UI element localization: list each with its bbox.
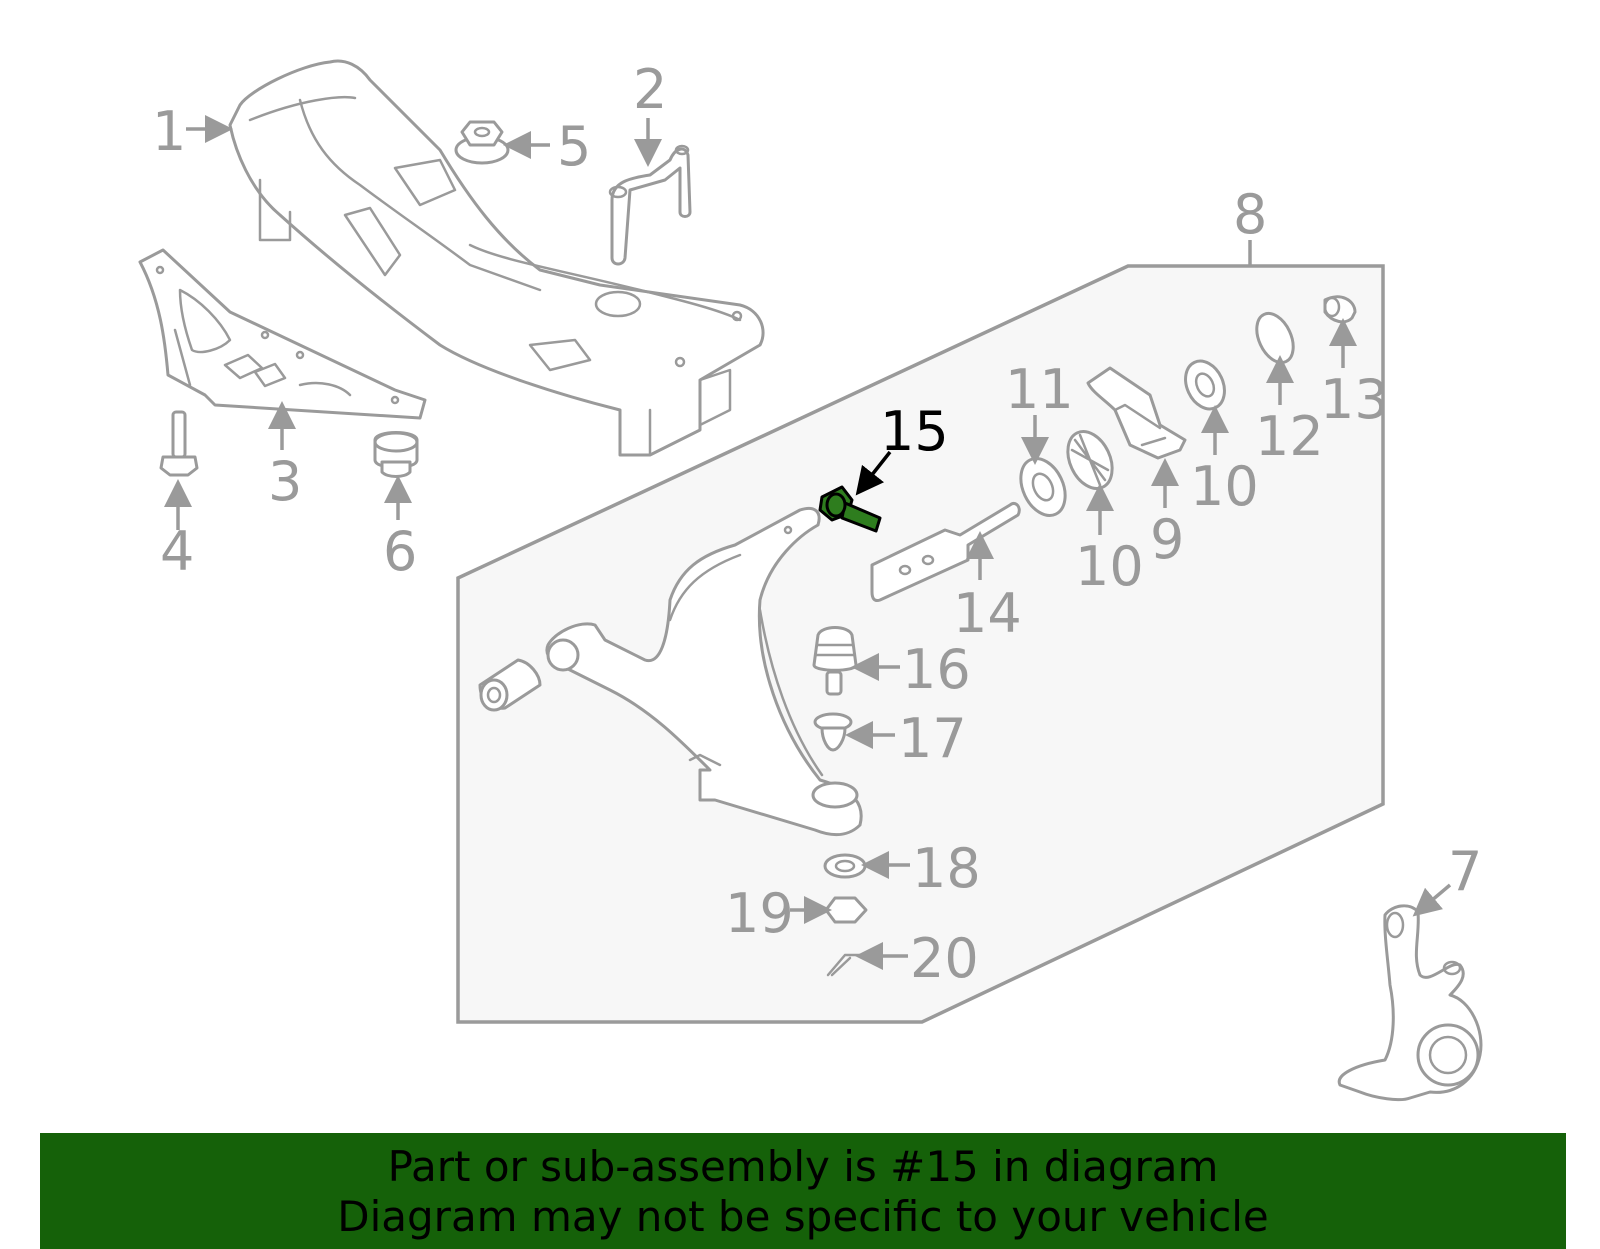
callout-1: 1 bbox=[152, 100, 186, 163]
callout-14: 14 bbox=[953, 582, 1022, 645]
washer-part-18 bbox=[823, 853, 867, 879]
shaft-part-14 bbox=[870, 501, 1021, 602]
banner-line-1: Part or sub-assembly is #15 in diagram bbox=[387, 1142, 1219, 1191]
callout-7: 7 bbox=[1448, 840, 1482, 903]
clip-part-17 bbox=[813, 712, 853, 752]
control-arm-part bbox=[478, 506, 863, 837]
callout-10b: 10 bbox=[1190, 455, 1259, 518]
nut-part-5 bbox=[454, 120, 510, 165]
callout-8: 8 bbox=[1233, 183, 1267, 246]
knuckle-part bbox=[1337, 904, 1483, 1102]
support-plate-part bbox=[138, 248, 427, 420]
info-banner: Part or sub-assembly is #15 in diagram D… bbox=[40, 1133, 1566, 1249]
callout-17: 17 bbox=[898, 707, 967, 770]
callout-12: 12 bbox=[1255, 405, 1324, 468]
bushing-part-6 bbox=[373, 431, 419, 478]
crossmember-part bbox=[228, 59, 765, 457]
callout-15: 15 bbox=[880, 400, 949, 463]
callout-4: 4 bbox=[160, 520, 194, 583]
bolt-part-4 bbox=[159, 410, 199, 477]
callout-10a: 10 bbox=[1075, 535, 1144, 598]
leader-7 bbox=[1412, 883, 1452, 917]
callout-19: 19 bbox=[725, 882, 794, 945]
callout-13: 13 bbox=[1320, 368, 1389, 431]
callout-11: 11 bbox=[1005, 358, 1074, 421]
callout-2: 2 bbox=[633, 58, 667, 121]
callout-18: 18 bbox=[912, 837, 981, 900]
bolt-part-15-highlighted[interactable] bbox=[818, 485, 882, 533]
callout-6: 6 bbox=[383, 520, 417, 583]
parts-diagram: 1 2 3 4 5 6 bbox=[138, 58, 1483, 1102]
nut-part-19 bbox=[824, 896, 868, 924]
callout-3: 3 bbox=[268, 450, 302, 513]
bracket-part bbox=[608, 144, 692, 266]
callout-9: 9 bbox=[1150, 508, 1184, 571]
bracket-part-9 bbox=[1086, 366, 1187, 460]
callout-20: 20 bbox=[910, 927, 979, 990]
leader-15 bbox=[855, 450, 892, 496]
bushing-part-10a bbox=[1066, 430, 1114, 490]
callout-16: 16 bbox=[902, 638, 971, 701]
banner-line-2: Diagram may not be specific to your vehi… bbox=[337, 1192, 1269, 1241]
callout-5: 5 bbox=[557, 115, 591, 178]
bushing-part-13 bbox=[1323, 295, 1357, 324]
